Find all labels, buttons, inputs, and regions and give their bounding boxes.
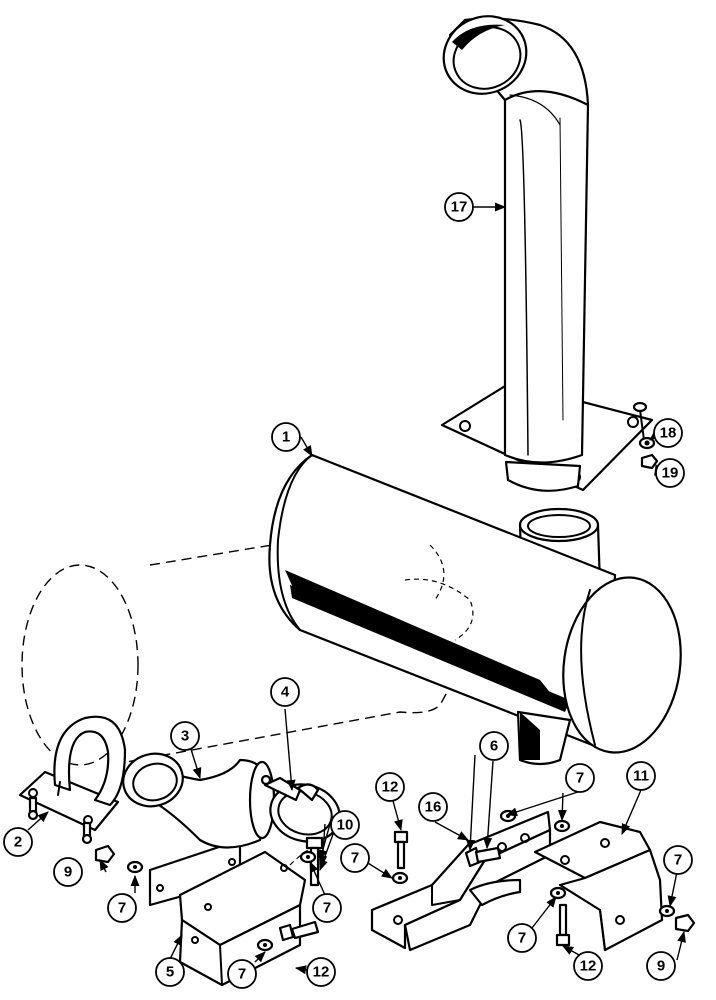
- callout-label-7-a: 7: [118, 900, 126, 917]
- callout-label-7-g: 7: [518, 930, 526, 947]
- callout-7-f: 7: [663, 845, 693, 875]
- leader-lines: [27, 202, 686, 975]
- hose-clamp: [260, 774, 341, 843]
- callout-label-6: 6: [490, 738, 498, 755]
- callout-10: 10: [330, 810, 360, 840]
- callout-7-g: 7: [507, 923, 537, 953]
- callout-2: 2: [3, 827, 33, 857]
- callout-12-a: 12: [306, 957, 336, 987]
- callout-label-12-a: 12: [313, 964, 330, 981]
- callout-label-7-f: 7: [674, 852, 682, 869]
- callout-4: 4: [270, 677, 300, 707]
- callout-label-17: 17: [451, 199, 468, 216]
- callout-label-3: 3: [181, 728, 189, 745]
- callout-6: 6: [479, 731, 509, 761]
- callout-18: 18: [653, 418, 683, 448]
- callout-3: 3: [170, 721, 200, 751]
- callout-17: 17: [444, 192, 474, 222]
- angle-bracket: [178, 849, 309, 987]
- callout-11: 11: [626, 761, 656, 791]
- mount-bracket-11: [533, 820, 664, 952]
- callout-label-12-c: 12: [580, 958, 597, 975]
- washers-bracket-5: [94, 844, 320, 952]
- mount-hardware: [391, 809, 696, 947]
- callout-label-18: 18: [660, 425, 677, 442]
- callout-label-1: 1: [282, 429, 290, 446]
- callout-7-c: 7: [227, 959, 257, 989]
- callout-label-4: 4: [281, 684, 290, 701]
- callout-label-19: 19: [662, 465, 679, 482]
- callout-7-a: 7: [107, 893, 137, 923]
- callout-7-e: 7: [565, 763, 595, 793]
- callout-12-c: 12: [573, 951, 603, 981]
- elbow-pipe: [122, 752, 277, 907]
- callout-label-7-e: 7: [576, 770, 584, 787]
- callout-label-5: 5: [166, 964, 174, 981]
- mount-bracket-16: [370, 810, 552, 952]
- callout-5: 5: [155, 957, 185, 987]
- callout-label-9-left: 9: [64, 864, 72, 881]
- callout-7-d: 7: [340, 843, 370, 873]
- callout-7-b: 7: [312, 893, 342, 923]
- callout-12-b: 12: [375, 772, 405, 802]
- callout-label-7-c: 7: [238, 966, 246, 983]
- callout-9-right: 9: [646, 951, 676, 981]
- callout-label-7-b: 7: [323, 900, 331, 917]
- u-clamp: [18, 715, 127, 845]
- callout-16: 16: [418, 792, 448, 822]
- muffler: [268, 453, 682, 766]
- callout-label-11: 11: [633, 768, 649, 785]
- callout-19: 19: [655, 458, 685, 488]
- callout-label-9-right: 9: [657, 958, 665, 975]
- callout-label-2: 2: [14, 834, 22, 851]
- callout-1: 1: [271, 422, 301, 452]
- callout-label-16: 16: [425, 799, 442, 816]
- callout-label-12-b: 12: [382, 779, 399, 796]
- callout-label-7-d: 7: [351, 850, 359, 867]
- callout-label-10: 10: [337, 817, 354, 834]
- callout-9-left: 9: [53, 857, 83, 887]
- exhaust-stack: [440, 15, 654, 492]
